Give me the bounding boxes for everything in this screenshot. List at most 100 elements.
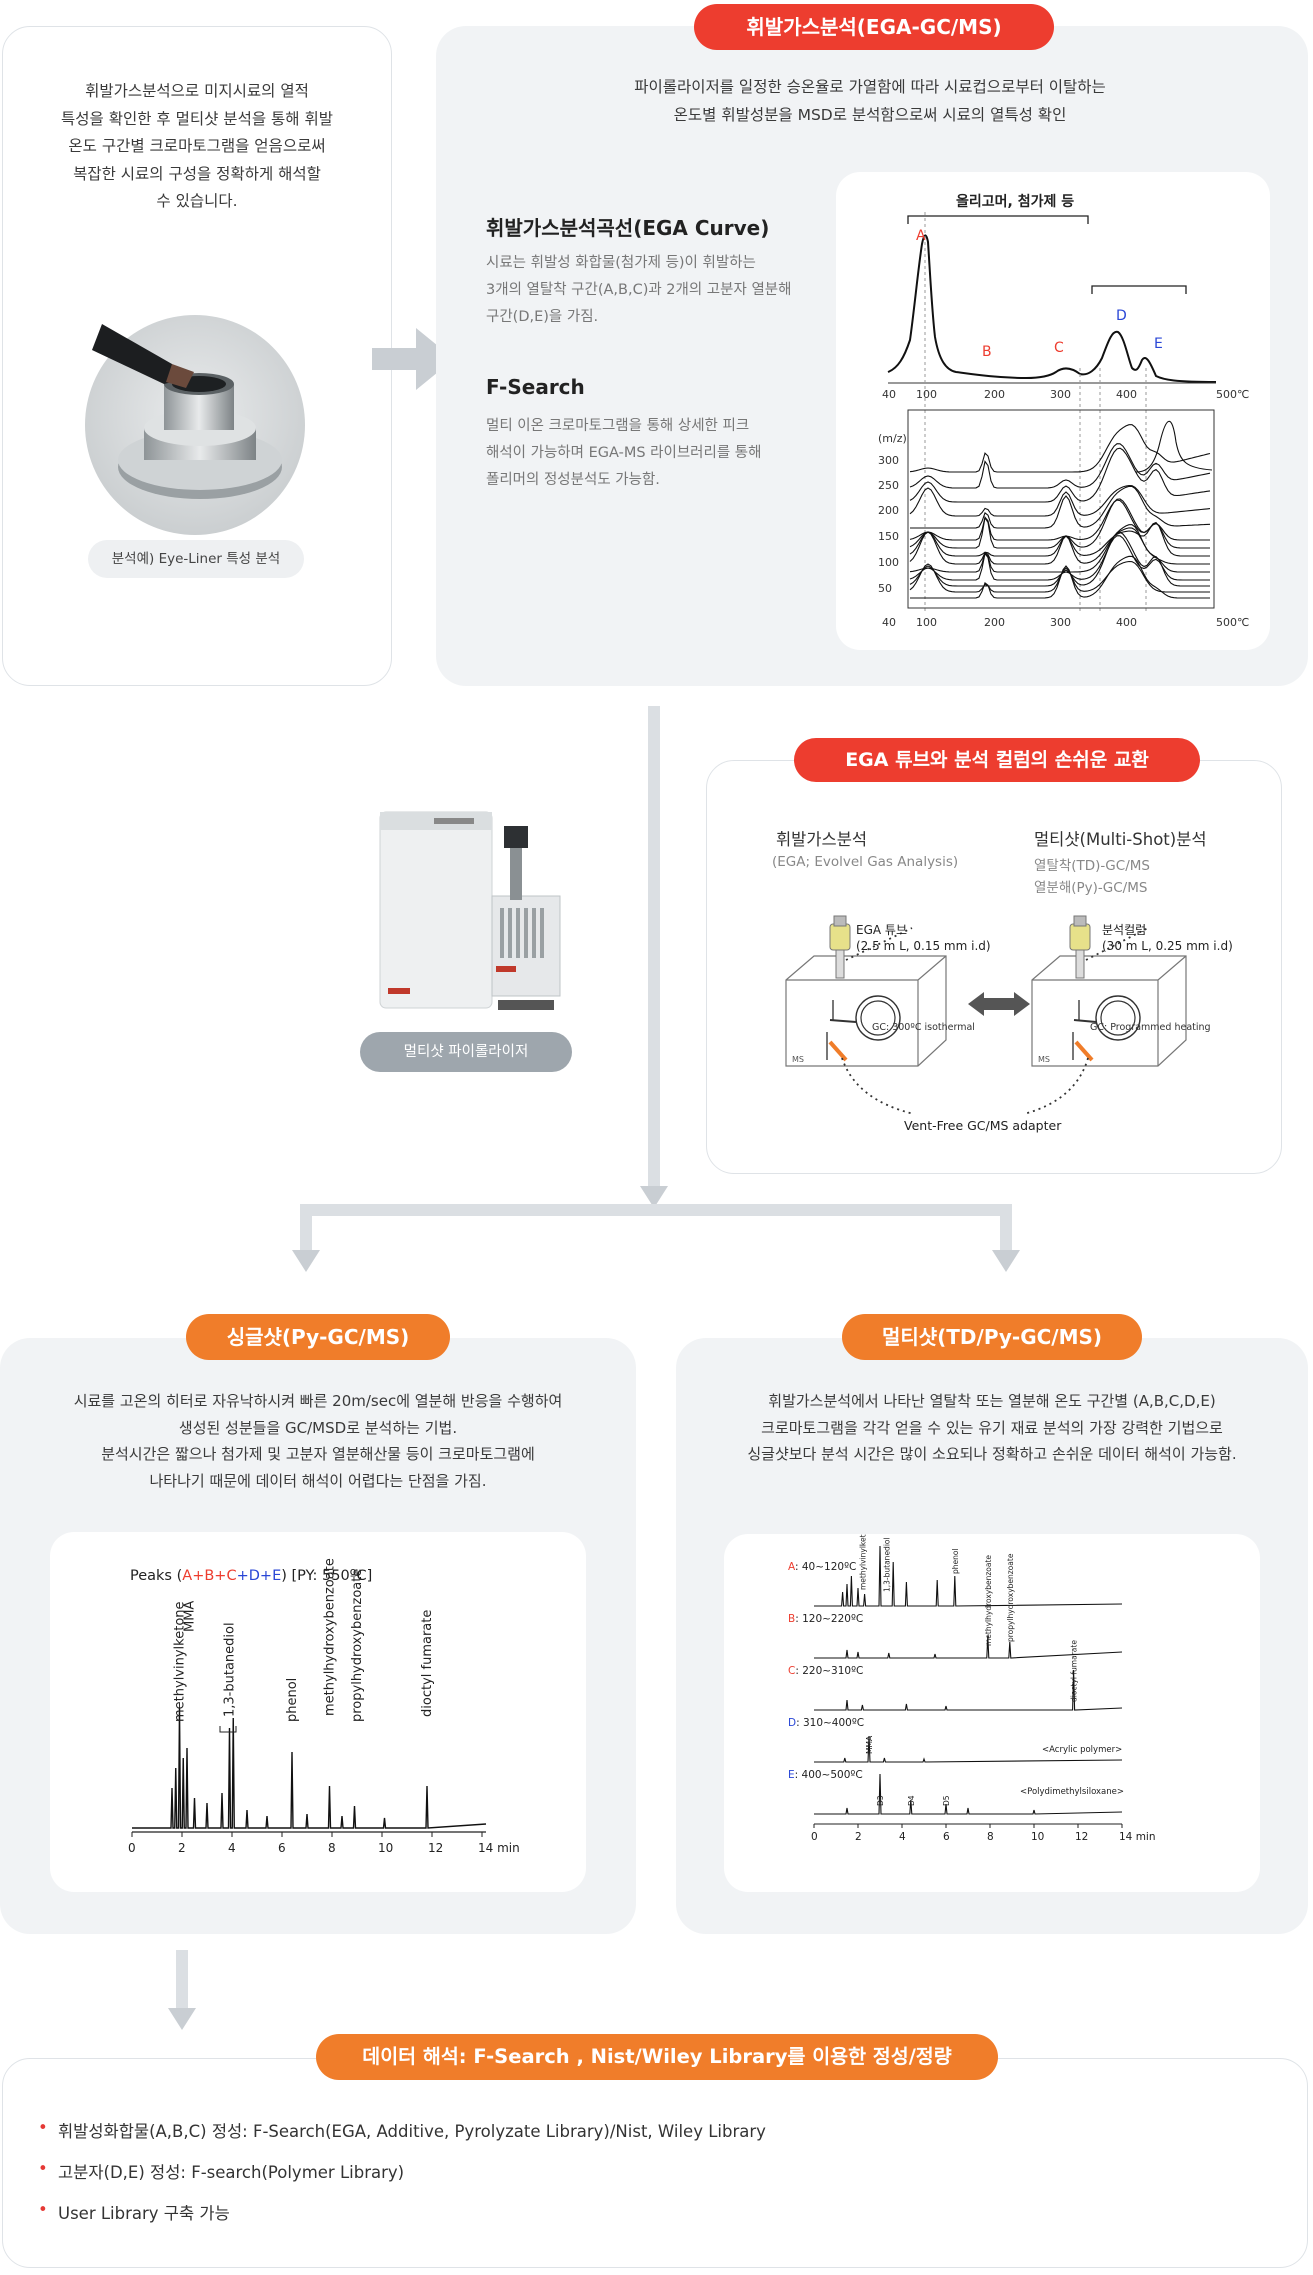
exchange-diagram: EGA 튜브 (2.5 m L, 0.15 mm i.d) GC: 300ºC … <box>785 915 1233 1133</box>
single-tick-label: 8 <box>328 1841 336 1855</box>
ion-trace <box>909 535 1210 581</box>
butanediol-bracket <box>219 1726 237 1733</box>
fsearch-title: F-Search <box>486 375 585 399</box>
multi-compound-label: MMA <box>865 1735 874 1754</box>
multi-compound-label: propylhydroxybenzoate <box>1006 1553 1015 1642</box>
exchange-pill: EGA 튜브와 분석 컬럼의 손쉬운 교환 <box>794 738 1200 782</box>
multi-compound-label: methylhydroxybenzoate <box>984 1555 993 1646</box>
multi-row-label: C: 220~310ºC <box>788 1665 863 1677</box>
multi-chart-box <box>724 1534 1260 1892</box>
adapter-pointer <box>841 1057 1089 1115</box>
single-compound-label: phenol <box>285 1678 300 1722</box>
svg-text:150: 150 <box>878 530 899 543</box>
ega-bracket-abc <box>907 215 1089 224</box>
ega-mz-label: (m/z) <box>878 432 907 445</box>
multi-tick-label: 4 <box>899 1831 906 1843</box>
exchange-right-title: 멀티샷(Multi-Shot)분석 <box>1034 830 1207 849</box>
data-panel <box>2 2058 1308 2268</box>
arrow-right-icon <box>372 328 454 390</box>
single-chromatogram <box>132 1707 487 1829</box>
svg-text:300: 300 <box>1050 616 1071 629</box>
multi-tick-label: 12 <box>1075 1831 1088 1843</box>
data-bullet-2: •고분자(D,E) 정성: F-search(Polymer Library) <box>38 2159 405 2182</box>
multi-compound-label: dioctyl fumarate <box>1070 1640 1079 1702</box>
svg-text:400: 400 <box>1116 616 1137 629</box>
ion-chromatogram-frame <box>907 409 1215 609</box>
intro-caption: 분석예) Eye-Liner 특성 분석 <box>88 540 304 578</box>
svg-text:300: 300 <box>878 454 899 467</box>
svg-text:40: 40 <box>882 388 896 401</box>
multi-compound-label: D5 <box>942 1795 951 1806</box>
svg-text:100: 100 <box>916 616 937 629</box>
single-tick-label: 2 <box>178 1841 186 1855</box>
pyrolyzer-caption: 멀티샷 파이롤라이저 <box>360 1032 572 1072</box>
multi-trace <box>814 1669 1123 1711</box>
intro-text: 휘발가스분석으로 미지시료의 열적 특성을 확인한 후 멀티샷 분석을 통해 휘… <box>61 82 333 211</box>
ega-tube-label1: EGA 튜브 <box>856 923 907 937</box>
ion-trace <box>910 485 1211 529</box>
exchange-right-sub1: 열탈착(TD)-GC/MS <box>1034 858 1150 874</box>
svg-text:50: 50 <box>878 582 892 595</box>
ion-trace <box>909 498 1210 549</box>
column-label1: 분석컬럼 <box>1102 923 1146 937</box>
multi-trace <box>814 1635 1123 1659</box>
svg-text:250: 250 <box>878 479 899 492</box>
ega-chart-header: 올리고머, 첨가제 등 <box>956 193 1074 210</box>
single-tick-label: 10 <box>378 1841 393 1855</box>
svg-text:200: 200 <box>878 504 899 517</box>
multi-shot-desc: 휘발가스분석에서 나타난 열탈착 또는 열분해 온도 구간별 (A,B,C,D,… <box>747 1392 1237 1464</box>
sample-cup-photo <box>85 315 305 535</box>
svg-text:400: 400 <box>1116 388 1137 401</box>
flow-line-data <box>176 1950 188 2010</box>
single-trace <box>132 1707 487 1829</box>
ega-peak-e: E <box>1154 336 1163 352</box>
single-shot-desc: 시료를 고온의 히터로 자유낙하시켜 빠른 20m/sec에 열분해 반응을 수… <box>73 1392 563 1491</box>
ega-peak-b: B <box>982 344 992 360</box>
multi-compound-label: phenol <box>951 1548 960 1574</box>
ion-trace <box>909 443 1211 489</box>
ega-curve-title: 휘발가스분석곡선(EGA Curve) <box>486 216 770 240</box>
exchange-arrow-icon <box>968 992 1030 1016</box>
single-tick-label: 6 <box>278 1841 286 1855</box>
branch-right-arrow-icon <box>992 1250 1020 1272</box>
multi-row-label: B: 120~220ºC <box>788 1613 863 1625</box>
svg-text:100: 100 <box>878 556 899 569</box>
ega-x-ticks-top: 40 100 200 300 400 500℃ <box>882 388 1249 401</box>
ega-curve-desc: 시료는 휘발성 화합물(첨가제 등)이 휘발하는 3개의 열탈착 구간(A,B,… <box>486 255 792 325</box>
pdms-label: <Polydimethylsiloxane> <box>1020 1787 1124 1797</box>
flow-branch-left <box>300 1204 312 1254</box>
ega-bracket-de <box>1091 285 1187 294</box>
flow-arrow-down-icon <box>640 1186 668 1208</box>
svg-text:200: 200 <box>984 388 1005 401</box>
ega-curve-line <box>887 234 1217 383</box>
multi-trace <box>814 1773 1123 1815</box>
multi-row-label: A: 40~120ºC <box>788 1561 856 1573</box>
single-compound-label: MMA <box>183 1601 198 1632</box>
left-oven: EGA 튜브 (2.5 m L, 0.15 mm i.d) GC: 300ºC … <box>785 915 991 1067</box>
flow-line-vertical <box>648 706 660 1196</box>
svg-text:40: 40 <box>882 616 896 629</box>
single-tick-label: 0 <box>128 1841 136 1855</box>
ion-trace <box>909 447 1211 503</box>
ion-trace <box>909 527 1210 565</box>
ms-right-label: MS <box>1038 1055 1050 1064</box>
data-bullet-3: •User Library 구축 가능 <box>38 2200 230 2223</box>
single-compound-label: propylhydroxybenzoate <box>350 1569 365 1722</box>
single-peaks-title: Peaks (A+B+C+D+E) [PY: 550ºC] <box>130 1568 372 1584</box>
ega-peak-c: C <box>1054 340 1064 356</box>
svg-text:300: 300 <box>1050 388 1071 401</box>
data-pill: 데이터 해석: F-Search , Nist/Wiley Library를 이… <box>316 2034 998 2080</box>
multi-compound-label: methylvinylketone <box>858 1534 867 1590</box>
multi-row-label: E: 400~500ºC <box>788 1769 863 1781</box>
single-tick-label: 4 <box>228 1841 236 1855</box>
adapter-label: Vent-Free GC/MS adapter <box>904 1118 1062 1133</box>
multi-tick-label: 6 <box>943 1831 950 1843</box>
gc-left-label: GC: 300ºC isothermal <box>872 1022 975 1033</box>
ega-tube-label2: (2.5 m L, 0.15 mm i.d) <box>856 939 991 953</box>
multi-shot-pill: 멀티샷(TD/Py-GC/MS) <box>842 1314 1142 1360</box>
svg-text:100: 100 <box>916 388 937 401</box>
fsearch-desc: 멀티 이온 크로마토그램을 통해 상세한 피크 해석이 가능하며 EGA-MS … <box>486 418 762 488</box>
